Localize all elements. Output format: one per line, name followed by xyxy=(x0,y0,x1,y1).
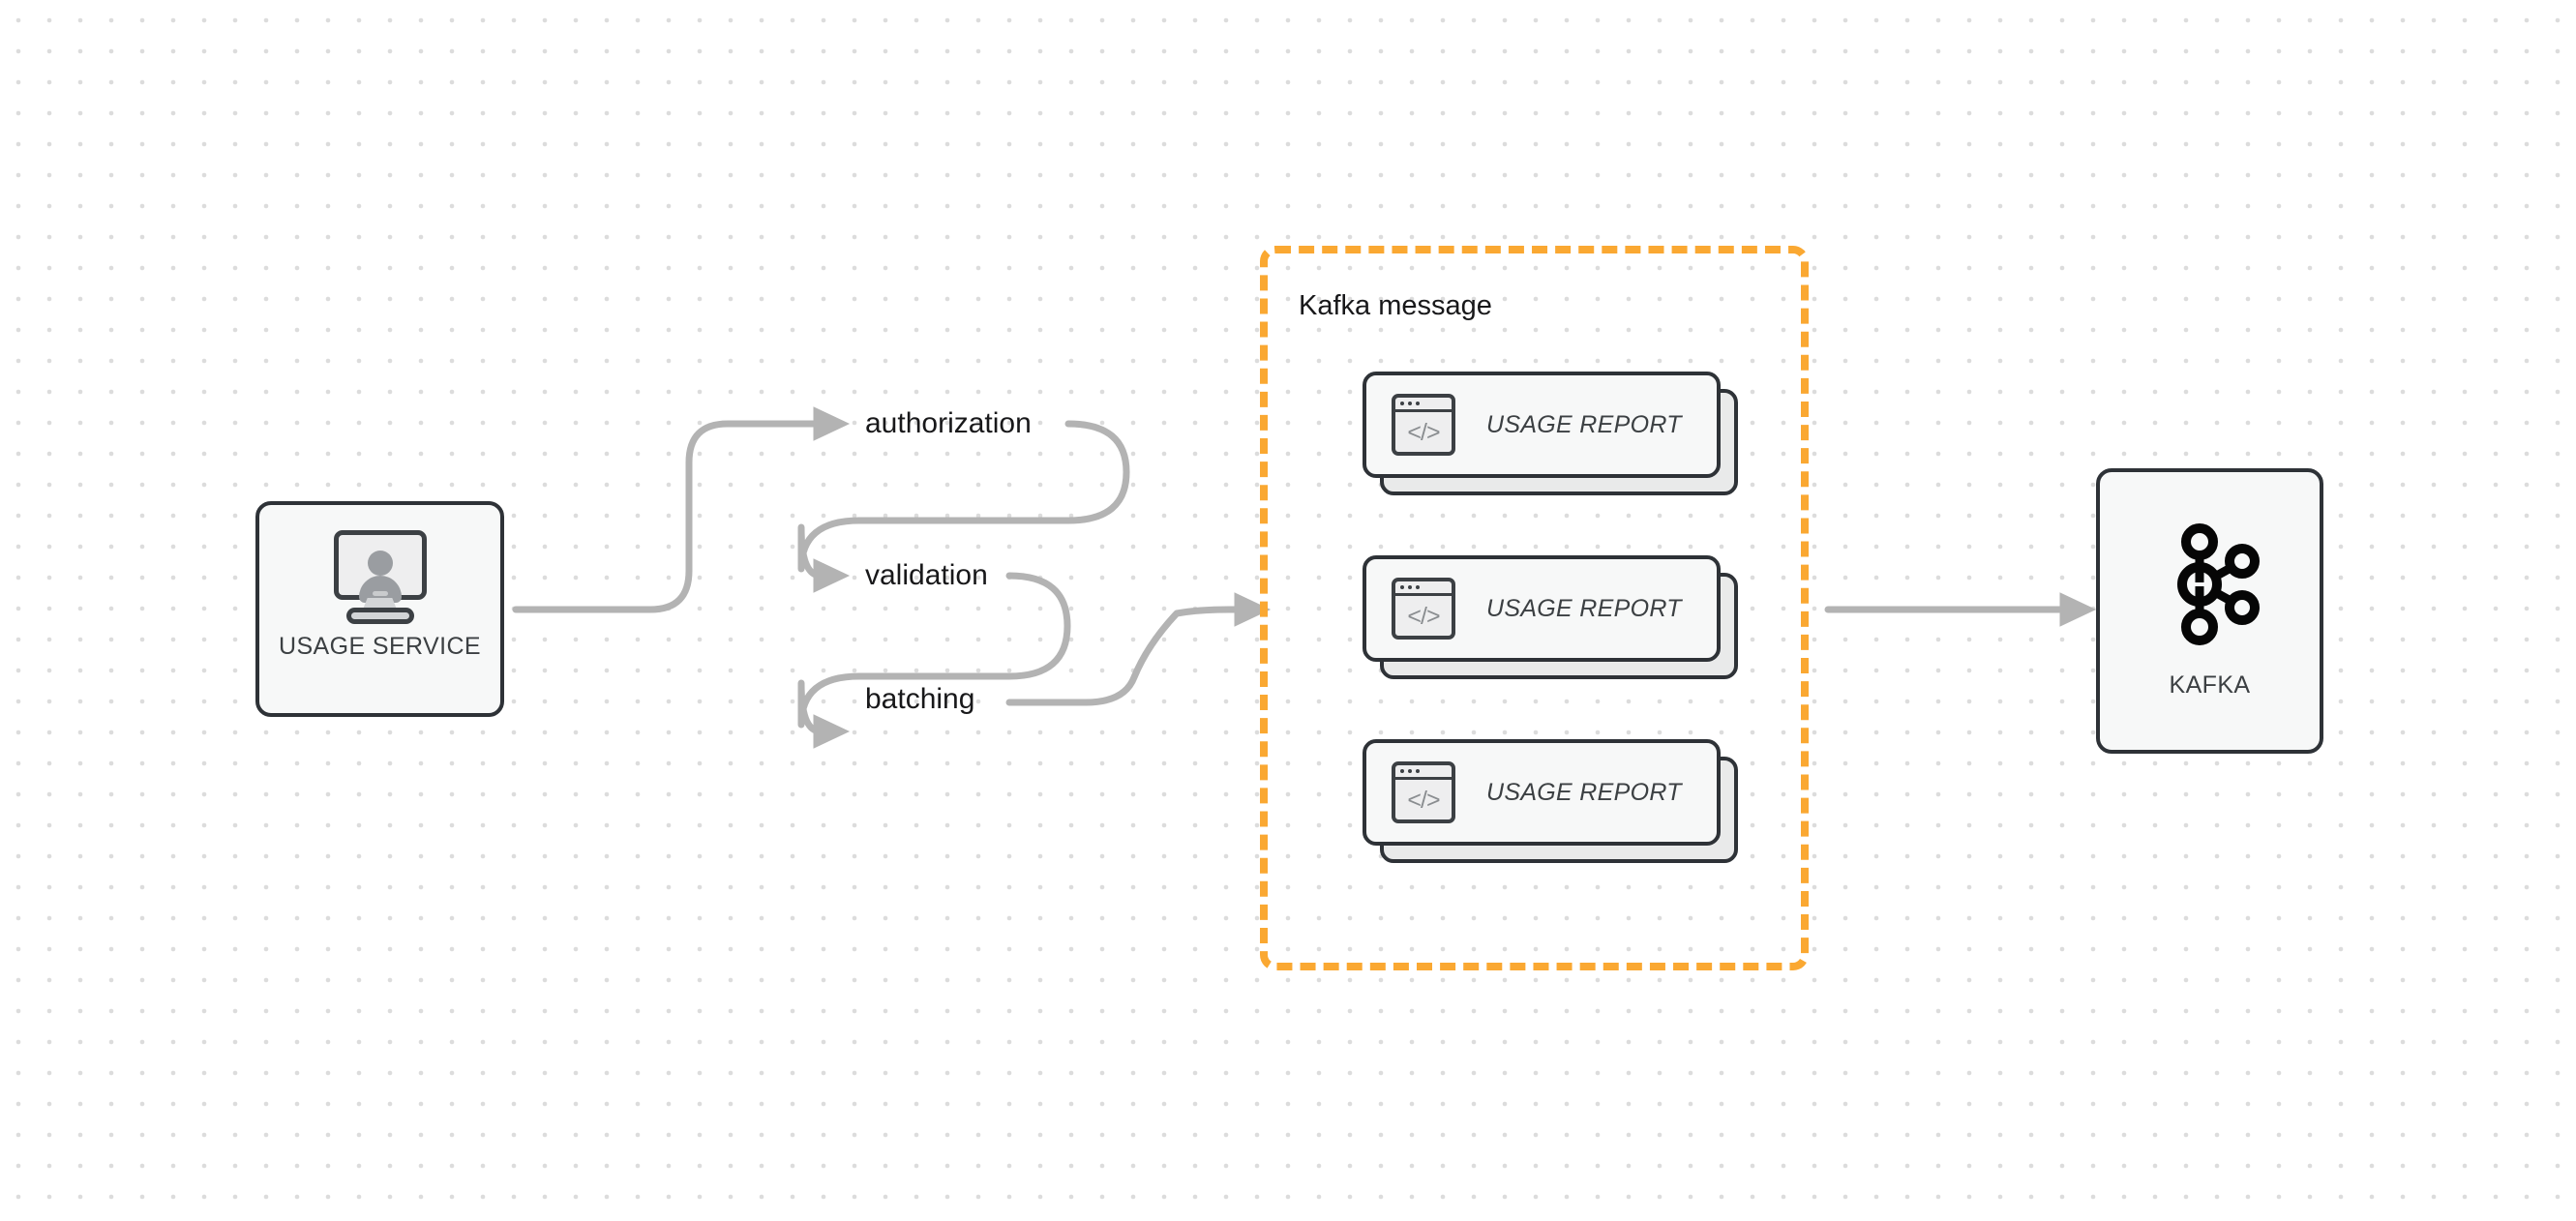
wire-authorization-to-validation xyxy=(797,420,1130,593)
code-window-icon: </> xyxy=(1392,394,1455,456)
code-glyph: </> xyxy=(1407,787,1440,814)
code-glyph: </> xyxy=(1407,419,1440,446)
code-window-icon: </> xyxy=(1392,578,1455,640)
kafka-message-group: Kafka message </> USAGE REPORT xyxy=(1260,246,1809,970)
node-kafka[interactable]: KAFKA xyxy=(2096,468,2323,754)
kafka-label: KAFKA xyxy=(2169,671,2251,699)
code-window-icon: </> xyxy=(1392,761,1455,823)
step-label-batching: batching xyxy=(865,683,975,715)
code-glyph: </> xyxy=(1407,603,1440,630)
usage-report-card[interactable]: </> USAGE REPORT xyxy=(1363,555,1738,679)
usage-report-card[interactable]: </> USAGE REPORT xyxy=(1363,739,1738,863)
kafka-logo-icon xyxy=(2176,523,2260,645)
kafka-message-title: Kafka message xyxy=(1299,290,1492,321)
wire-batching-to-kafka-message xyxy=(1005,592,1272,706)
usage-service-label: USAGE SERVICE xyxy=(279,633,481,660)
usage-report-card[interactable]: </> USAGE REPORT xyxy=(1363,372,1738,495)
step-label-authorization: authorization xyxy=(865,407,1032,439)
node-usage-service[interactable]: USAGE SERVICE xyxy=(255,501,504,717)
usage-report-card-label: USAGE REPORT xyxy=(1486,594,1682,622)
step-label-validation: validation xyxy=(865,559,988,591)
monitor-user-icon xyxy=(328,530,433,624)
usage-report-card-label: USAGE REPORT xyxy=(1486,778,1682,806)
usage-report-card-label: USAGE REPORT xyxy=(1486,410,1682,438)
wire-service-to-authorization xyxy=(512,406,851,613)
